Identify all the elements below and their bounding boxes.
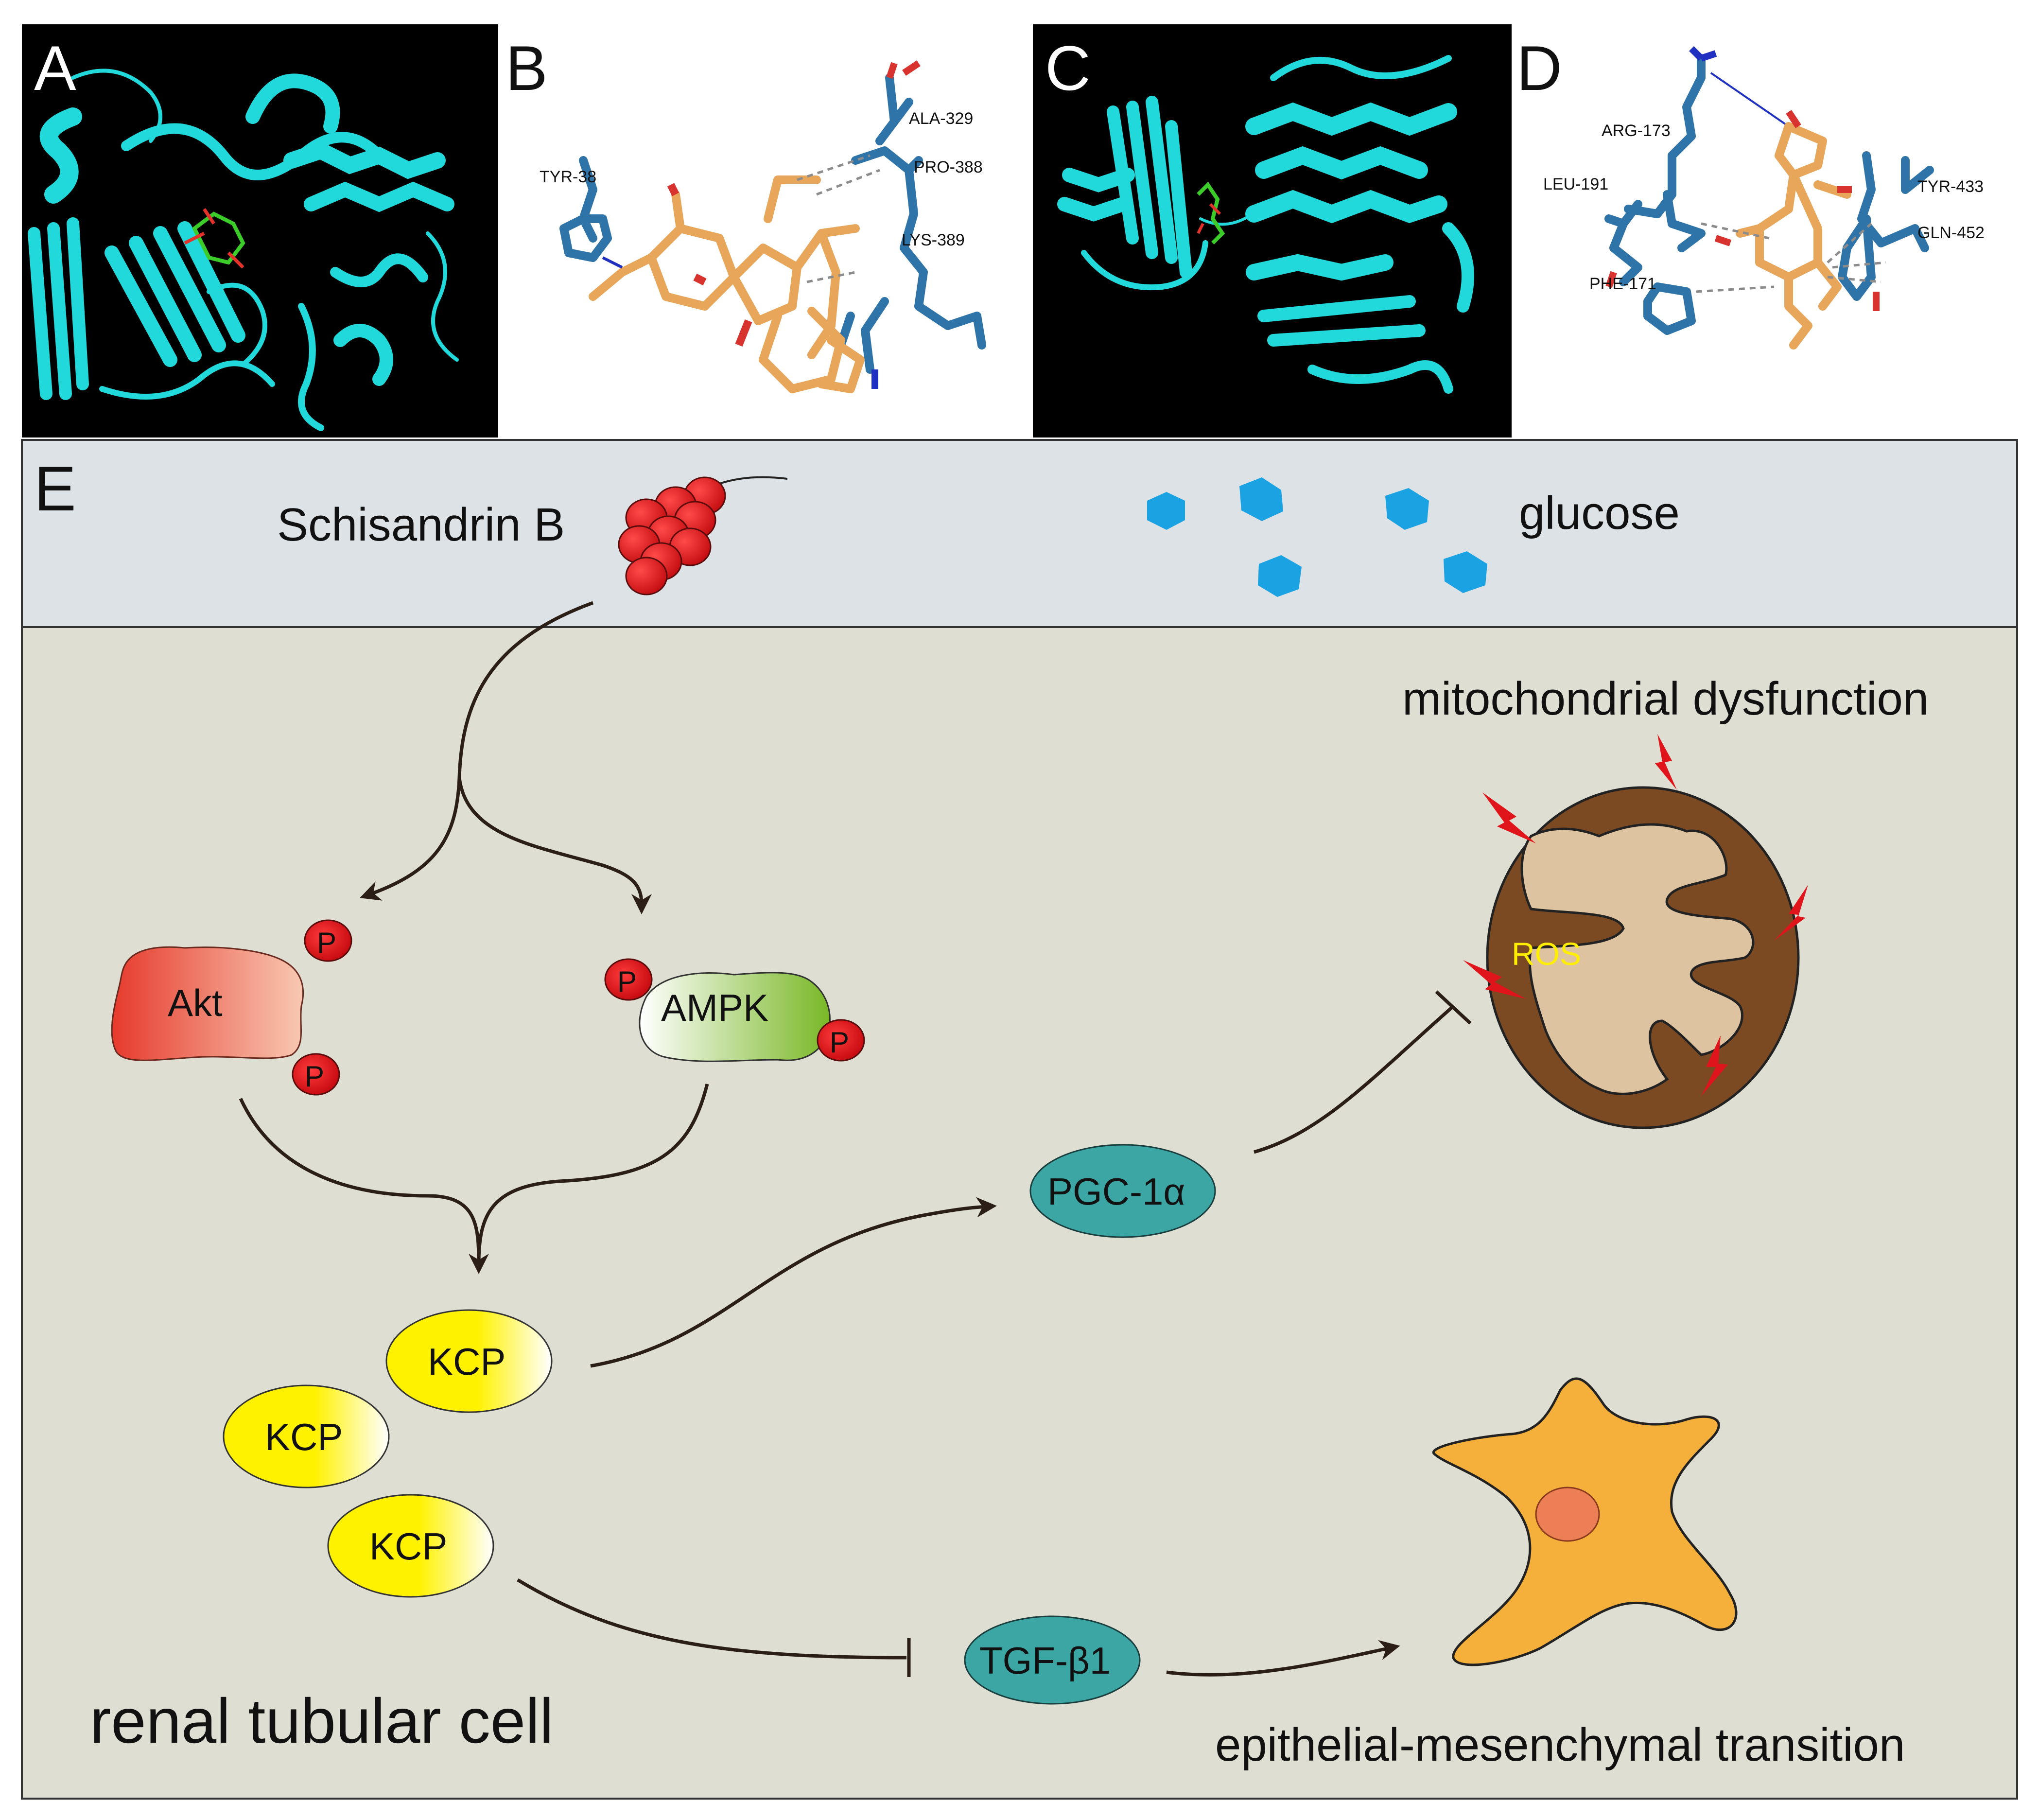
- panel-e-letter: E: [34, 453, 76, 524]
- panel-b-letter: B: [505, 33, 548, 104]
- pgc1a-label: PGC-1α: [1047, 1170, 1185, 1213]
- akt-protein: [111, 946, 304, 1061]
- ligand-d: [1736, 122, 1851, 350]
- residue-label-pro388: PRO-388: [914, 158, 983, 176]
- ampk-phospho-right: P: [817, 1019, 865, 1062]
- akt-phospho-top: P: [304, 919, 352, 962]
- glucose-hexagon: [1258, 555, 1302, 597]
- residue-sticks-b: [559, 73, 986, 374]
- glucose-label: glucose: [1519, 487, 1680, 539]
- ros-damage-icons: [1463, 734, 1808, 1096]
- ligand-c: [1197, 181, 1225, 245]
- residue-label-lys389: LYS-389: [902, 231, 965, 249]
- pgc1a-node: PGC-1α: [1029, 1144, 1216, 1238]
- kcp-node-1: KCP: [385, 1309, 553, 1413]
- phospho-label: P: [305, 1060, 324, 1093]
- kcp-node-2: KCP: [223, 1384, 390, 1488]
- panel-c: C: [1033, 24, 1512, 438]
- protein-ribbon-a: [28, 69, 459, 431]
- lightning-icon: [1701, 1035, 1728, 1096]
- residue-label-phe171: PHE-171: [1589, 275, 1656, 293]
- schisandrin-arrows: [360, 601, 652, 914]
- renal-tubular-cell-label: renal tubular cell: [90, 1685, 554, 1756]
- schisandrin-b-label: Schisandrin B: [277, 499, 565, 551]
- kcp-label: KCP: [428, 1340, 505, 1383]
- akt-ampk-to-kcp-arrows: [239, 1084, 709, 1274]
- phospho-label: P: [617, 965, 637, 998]
- panel-a: A: [22, 24, 498, 438]
- glucose-hexagon: [1147, 492, 1185, 530]
- interactions-d: [1696, 222, 1886, 293]
- pgc-inhibit-mito: [1254, 990, 1472, 1154]
- ros-label: ROS: [1512, 936, 1581, 972]
- glucose-hexagon: [1385, 488, 1429, 530]
- residue-label-leu191: LEU-191: [1543, 175, 1608, 193]
- kcp-to-pgc-arrow: [590, 1197, 997, 1368]
- emt-label: epithelial-mesenchymal transition: [1215, 1719, 1905, 1771]
- residue-sticks-d: [1604, 54, 1934, 335]
- kcp-node-3: KCP: [327, 1494, 494, 1598]
- mitochondrion: ROS: [1486, 786, 1800, 1129]
- residue-label-arg173: ARG-173: [1602, 122, 1671, 140]
- tgf-b1-label: TGF-β1: [979, 1639, 1111, 1682]
- cell-nucleus: [1535, 1487, 1600, 1542]
- ligand-b: [589, 175, 865, 393]
- interactions-b: [797, 154, 880, 283]
- lightning-icon: [1463, 960, 1526, 999]
- kcp-label: KCP: [265, 1416, 343, 1458]
- protein-ribbon-c: [1057, 55, 1474, 394]
- residue-label-gln452: GLN-452: [1917, 224, 1985, 242]
- panel-d: D ARG-173 LEU-191 TYR-433 GLN-452: [1512, 24, 2017, 438]
- panel-b: B TYR-38 ALA-329 P: [498, 24, 1033, 438]
- residue-label-tyr433: TYR-433: [1917, 177, 1984, 196]
- schisandrin-b-icon: [618, 476, 788, 595]
- panel-d-background: [1512, 24, 2017, 438]
- tgf-b1-node: TGF-β1: [964, 1615, 1141, 1705]
- mito-dysfunction-label: mitochondrial dysfunction: [1402, 673, 1929, 725]
- tgf-to-emt-arrow: [1166, 1640, 1400, 1677]
- glucose-hexagon: [1239, 477, 1283, 521]
- residue-label-ala329: ALA-329: [909, 109, 973, 128]
- ligand-a: [184, 208, 245, 269]
- lightning-icon: [1655, 734, 1677, 790]
- akt-label: Akt: [168, 981, 223, 1024]
- phospho-label: P: [317, 927, 336, 959]
- extracellular-region: [21, 439, 2018, 628]
- residue-label-tyr38: TYR-38: [540, 168, 596, 186]
- phospho-label: P: [830, 1026, 849, 1059]
- ampk-phospho-left: P: [604, 958, 653, 1001]
- panel-e: E Schisandrin B glucose: [21, 439, 2018, 1800]
- panel-d-letter: D: [1516, 33, 1562, 104]
- kcp-inhibit-tgf: [517, 1578, 911, 1677]
- glucose-molecules: [1147, 477, 1487, 597]
- panel-c-letter: C: [1045, 33, 1091, 104]
- glucose-hexagon: [1444, 551, 1487, 593]
- akt-phospho-bottom: P: [292, 1053, 340, 1096]
- kcp-label: KCP: [369, 1525, 447, 1568]
- lightning-icon: [1482, 792, 1536, 843]
- lightning-icon: [1774, 885, 1808, 941]
- mesenchymal-cell: [1432, 1377, 1738, 1666]
- ampk-label: AMPK: [661, 986, 768, 1029]
- panel-a-letter: A: [34, 33, 76, 104]
